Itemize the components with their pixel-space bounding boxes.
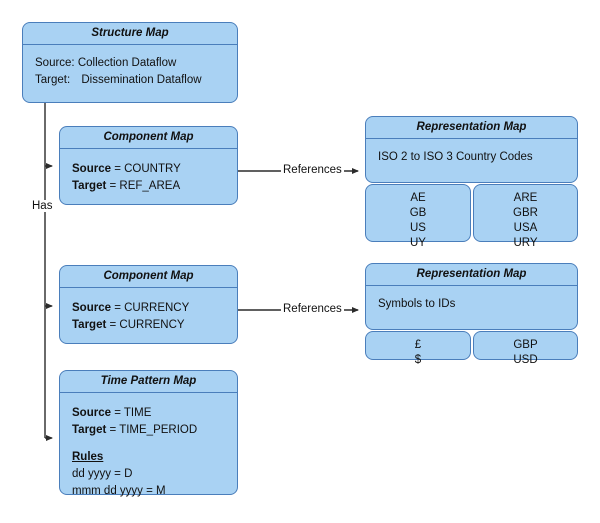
component-map-country-target-value: = REF_AREA bbox=[109, 180, 181, 192]
representation-map-country-body: ISO 2 to ISO 3 Country Codes bbox=[366, 139, 577, 174]
component-map-currency-body: Source = CURRENCY Target = CURRENCY bbox=[60, 288, 237, 342]
component-map-currency-target-row: Target = CURRENCY bbox=[72, 317, 225, 334]
structure-map-target-label: Target: bbox=[35, 74, 71, 86]
time-pattern-map-target-row: Target = TIME_PERIOD bbox=[72, 422, 225, 439]
component-map-country-source-row: Source = COUNTRY bbox=[72, 161, 225, 178]
representation-map-country-node[interactable]: Representation Map ISO 2 to ISO 3 Countr… bbox=[365, 116, 578, 183]
structure-map-source-value: Collection Dataflow bbox=[77, 57, 177, 69]
structure-map-source-label: Source: bbox=[35, 57, 75, 69]
component-map-country-target-label: Target bbox=[72, 180, 107, 192]
code-cell: USD bbox=[513, 354, 538, 366]
representation-map-currency-node[interactable]: Representation Map Symbols to IDs bbox=[365, 263, 578, 330]
component-map-currency-source-row: Source = CURRENCY bbox=[72, 300, 225, 317]
representation-map-currency-header: Representation Map bbox=[366, 264, 577, 286]
component-map-country-body: Source = COUNTRY Target = REF_AREA bbox=[60, 149, 237, 203]
component-map-currency-source-label: Source bbox=[72, 302, 111, 314]
component-map-currency-source-value: = CURRENCY bbox=[114, 302, 190, 314]
code-cell: GBR bbox=[513, 207, 538, 219]
structure-map-header: Structure Map bbox=[23, 23, 237, 45]
representation-map-country-source-codes[interactable]: AE GB US UY bbox=[365, 184, 471, 249]
code-cell: AE bbox=[410, 192, 426, 204]
representation-map-country-target-codes[interactable]: ARE GBR USA URY bbox=[473, 184, 578, 249]
time-pattern-map-node[interactable]: Time Pattern Map Source = TIME Target = … bbox=[59, 370, 238, 497]
representation-map-currency-description: Symbols to IDs bbox=[378, 298, 456, 310]
time-pattern-map-header: Time Pattern Map bbox=[60, 371, 237, 393]
time-pattern-map-body: Source = TIME Target = TIME_PERIOD Rules… bbox=[60, 393, 237, 508]
component-map-currency-target-value: = CURRENCY bbox=[109, 319, 185, 331]
time-pattern-map-target-value: = TIME_PERIOD bbox=[109, 424, 198, 436]
representation-map-country-description: ISO 2 to ISO 3 Country Codes bbox=[378, 151, 533, 163]
edge-label-has: Has bbox=[30, 200, 55, 212]
structure-map-body: Source: Collection Dataflow Target: Diss… bbox=[23, 45, 237, 97]
representation-map-country-header: Representation Map bbox=[366, 117, 577, 139]
code-cell: URY bbox=[513, 237, 538, 249]
time-pattern-map-source-row: Source = TIME bbox=[72, 405, 225, 422]
time-pattern-map-rules-section: Rules dd yyyy = D mmm dd yyyy = M bbox=[72, 439, 225, 500]
code-cell: GB bbox=[409, 207, 427, 219]
component-map-country-node[interactable]: Component Map Source = COUNTRY Target = … bbox=[59, 126, 238, 205]
representation-map-currency-target-codes[interactable]: GBP USD bbox=[473, 331, 578, 366]
structure-map-target-row: Target: Dissemination Dataflow bbox=[35, 72, 225, 89]
time-pattern-map-source-value: = TIME bbox=[114, 407, 152, 419]
component-map-country-header: Component Map bbox=[60, 127, 237, 149]
time-pattern-map-source-label: Source bbox=[72, 407, 111, 419]
structure-map-target-value: Dissemination Dataflow bbox=[81, 74, 202, 86]
time-pattern-map-target-label: Target bbox=[72, 424, 107, 436]
code-cell: ARE bbox=[513, 192, 538, 204]
component-map-country-source-label: Source bbox=[72, 163, 111, 175]
code-cell: $ bbox=[414, 354, 422, 366]
structure-map-source-row: Source: Collection Dataflow bbox=[35, 55, 225, 72]
representation-map-currency-body: Symbols to IDs bbox=[366, 286, 577, 321]
edge-label-references-currency: References bbox=[281, 303, 344, 315]
time-pattern-map-rules-label: Rules bbox=[72, 451, 104, 463]
code-cell: USA bbox=[513, 222, 538, 234]
time-pattern-map-rule-item: dd yyyy = D bbox=[72, 468, 133, 480]
code-cell: US bbox=[410, 222, 426, 234]
component-map-country-target-row: Target = REF_AREA bbox=[72, 178, 225, 195]
code-cell: £ bbox=[414, 339, 422, 351]
edge-label-references-country: References bbox=[281, 164, 344, 176]
time-pattern-map-rule-item: mmm dd yyyy = M bbox=[72, 485, 166, 497]
component-map-currency-header: Component Map bbox=[60, 266, 237, 288]
representation-map-currency-source-codes[interactable]: £ $ bbox=[365, 331, 471, 366]
code-cell: GBP bbox=[513, 339, 538, 351]
structure-map-node[interactable]: Structure Map Source: Collection Dataflo… bbox=[22, 22, 238, 103]
component-map-currency-node[interactable]: Component Map Source = CURRENCY Target =… bbox=[59, 265, 238, 344]
component-map-currency-target-label: Target bbox=[72, 319, 107, 331]
code-cell: UY bbox=[410, 237, 426, 249]
component-map-country-source-value: = COUNTRY bbox=[114, 163, 181, 175]
